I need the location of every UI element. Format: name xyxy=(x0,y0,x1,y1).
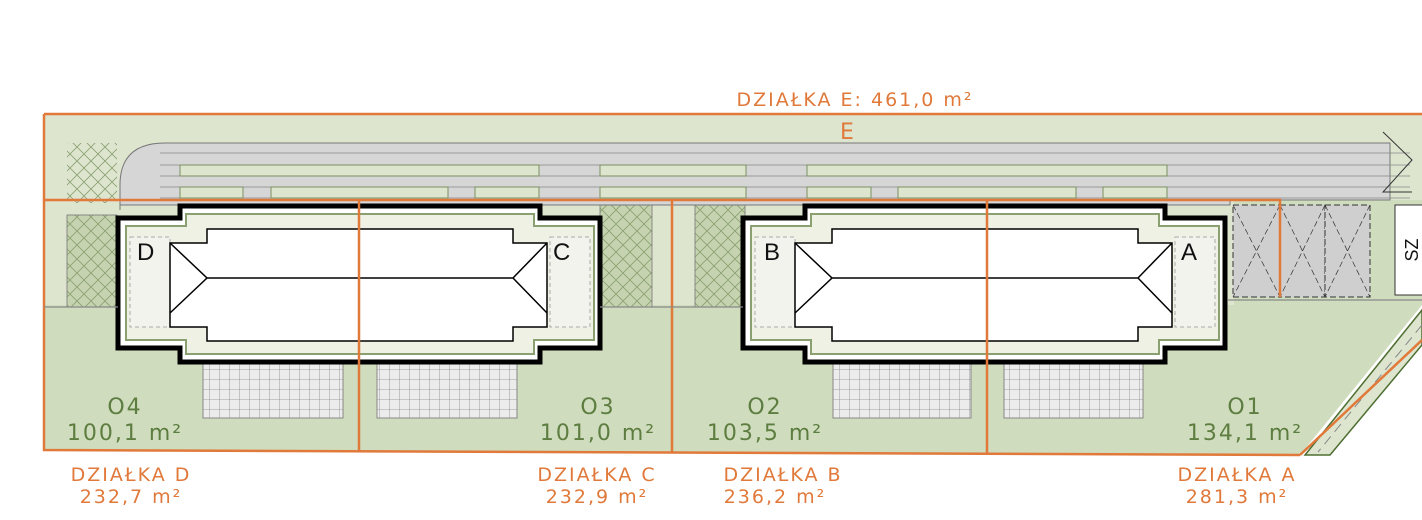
plot-e-letter: E xyxy=(840,120,856,145)
building-b-a xyxy=(743,206,1225,362)
sidewalk xyxy=(1303,308,1422,456)
plot-a-name: DZIAŁKA A xyxy=(1177,464,1296,486)
plot-c-area: 232,9 m² xyxy=(546,486,649,508)
plot-d-name: DZIAŁKA D xyxy=(71,464,192,486)
plot-d-area: 232,7 m² xyxy=(80,486,183,508)
garden-o3-name: O3 xyxy=(580,395,615,420)
garden-o4-name: O4 xyxy=(107,395,142,420)
plot-e-title: DZIAŁKA E: 461,0 m² xyxy=(736,89,973,111)
parking-spaces xyxy=(1232,204,1371,298)
plot-b-name: DZIAŁKA B xyxy=(723,464,842,486)
garden-o2-area: 103,5 m² xyxy=(707,421,823,446)
sz-box xyxy=(1394,204,1422,296)
plot-boundaries xyxy=(42,112,1422,457)
unit-d-label: D xyxy=(137,239,154,266)
plot-a-area: 281,3 m² xyxy=(1186,486,1289,508)
hatched-green-area xyxy=(67,143,117,203)
unit-a-label: A xyxy=(1181,239,1197,266)
garden-o2-name: O2 xyxy=(747,395,782,420)
unit-b-label: B xyxy=(764,239,780,266)
terraces xyxy=(202,361,1144,419)
gate-symbol xyxy=(1381,131,1413,193)
garden-o1-area: 134,1 m² xyxy=(1187,421,1303,446)
sz-label: SZ xyxy=(1402,238,1422,261)
plot-b-area: 236,2 m² xyxy=(724,486,827,508)
garden-o4-area: 100,1 m² xyxy=(67,421,183,446)
unit-c-label: C xyxy=(553,239,570,266)
garden-o1-name: O1 xyxy=(1227,395,1262,420)
plot-c-name: DZIAŁKA C xyxy=(537,464,656,486)
garden-o3-area: 101,0 m² xyxy=(540,421,656,446)
